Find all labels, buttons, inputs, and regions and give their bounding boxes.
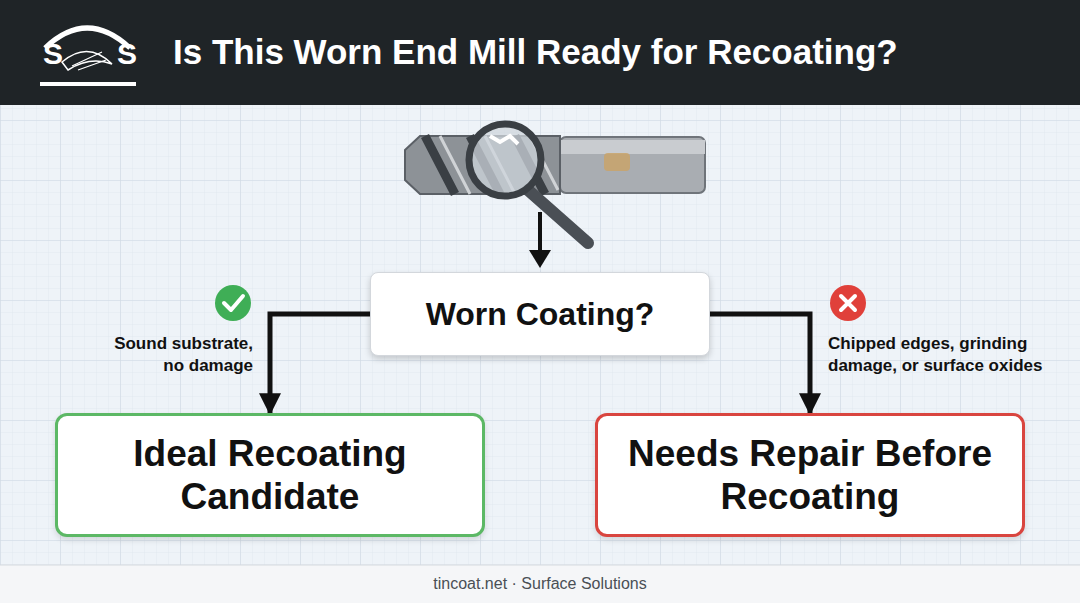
node-text: Ideal Recoating Candidate [58,432,482,518]
node-text: Worn Coating? [406,295,675,333]
caption: tincoat.net · Surface Solutions [0,574,1080,594]
header-bar: Is This Worn End Mill Ready for Recoatin… [0,0,1080,105]
logo-letter: S [38,38,68,70]
flow-arrow [270,314,370,413]
decision-box: Worn Coating? [370,272,710,356]
edge-label: Chipped edges, grinding damage, or surfa… [828,333,1073,377]
title: Is This Worn End Mill Ready for Recoatin… [173,30,1073,74]
end-mill-illustration [405,124,705,268]
grid-paper [0,105,1080,565]
cross-icon [830,285,866,321]
node-text: Needs Repair Before Recoating [598,432,1022,518]
check-icon [215,285,251,321]
logo-letter: S [112,38,142,70]
footer-band [0,565,1080,603]
outcome-box: Ideal Recoating Candidate [55,413,485,537]
flow-arrow [710,314,810,413]
footer-rule [0,565,1080,566]
edge-label: Sound substrate, no damage [93,333,253,377]
grid-lines [0,105,1080,565]
outcome-box: Needs Repair Before Recoating [595,413,1025,537]
